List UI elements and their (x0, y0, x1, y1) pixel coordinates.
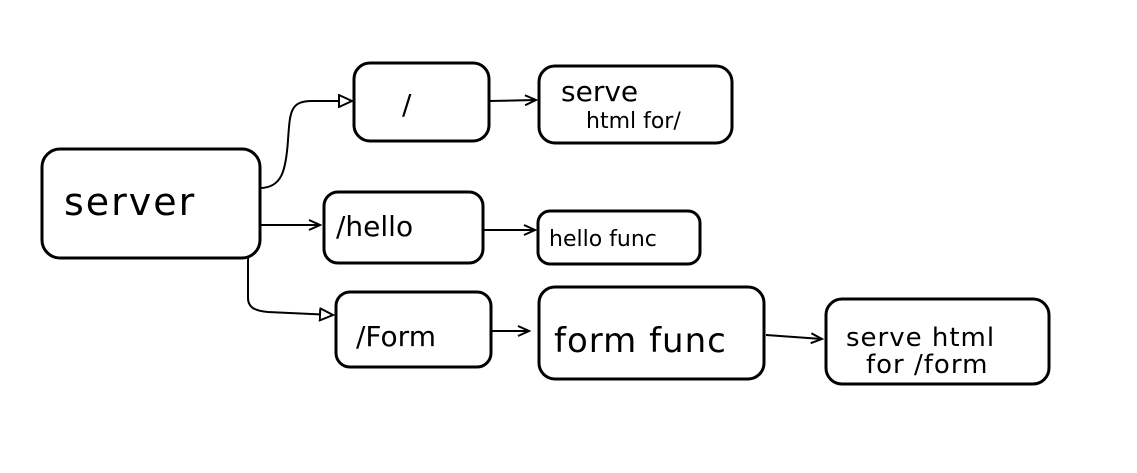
node-root-label: / (402, 88, 412, 121)
edge-root-to-serve-root (488, 100, 536, 101)
node-hello-func: hello func (536, 209, 702, 266)
node-root: / (352, 61, 491, 143)
node-hello-func-label: hello func (549, 227, 657, 252)
node-server: server (40, 147, 262, 260)
node-serve-form-line2: for /form (866, 350, 988, 380)
node-serve-form: serve html for /form (824, 297, 1051, 386)
node-form-func: form func (537, 285, 766, 381)
edge-form-func-to-serve-form (765, 335, 822, 339)
node-hello-label: /hello (336, 210, 413, 243)
node-form-label: /Form (356, 320, 436, 353)
node-form-func-label: form func (554, 321, 727, 361)
node-serve-root-line2: html for/ (586, 109, 681, 134)
edge-server-to-root (259, 101, 352, 189)
node-form: /Form (334, 290, 493, 369)
node-serve-root: serve html for/ (537, 64, 734, 145)
node-serve-form-line1: serve html (846, 323, 995, 353)
node-serve-root-line1: serve (561, 75, 638, 108)
node-server-label: server (64, 180, 196, 224)
edge-server-to-form (247, 258, 333, 315)
node-hello: /hello (322, 190, 485, 265)
